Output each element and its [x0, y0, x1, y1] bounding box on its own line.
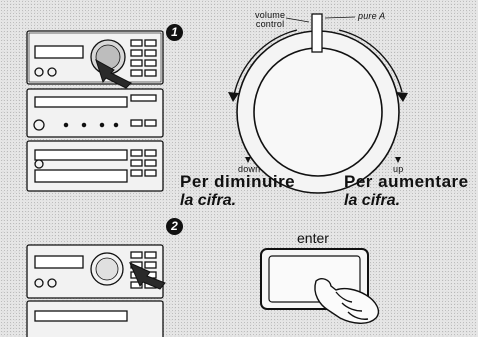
hand-pointer-icon-2	[129, 262, 166, 290]
pure-a-label: pure A	[358, 11, 386, 21]
enter-label: enter	[297, 230, 329, 246]
down-label: down	[238, 164, 261, 174]
dial-inner	[253, 47, 383, 177]
decrease-caption-line1: Per diminuire	[180, 172, 296, 191]
decrease-caption-line2: la cifra.	[180, 192, 237, 209]
amp-knob-small-1	[34, 67, 44, 77]
stereo-stack-step2	[26, 244, 164, 337]
step-2-badge: 2	[166, 218, 183, 235]
volume-control-label: volume control	[255, 10, 286, 29]
volume-dial	[228, 13, 408, 194]
increase-caption-line2: la cifra.	[344, 192, 401, 209]
step-1-badge: 1	[166, 24, 183, 41]
hand-pointer-icon-1	[95, 58, 132, 89]
amplifier-display	[34, 45, 84, 59]
finger-press-icon	[314, 278, 380, 324]
up-label: up	[393, 164, 404, 174]
dial-pointer	[311, 13, 323, 53]
increase-caption-line1: Per aumentare	[344, 172, 469, 191]
amp-knob-small-2	[47, 67, 57, 77]
stereo-stack-step1	[26, 30, 164, 192]
